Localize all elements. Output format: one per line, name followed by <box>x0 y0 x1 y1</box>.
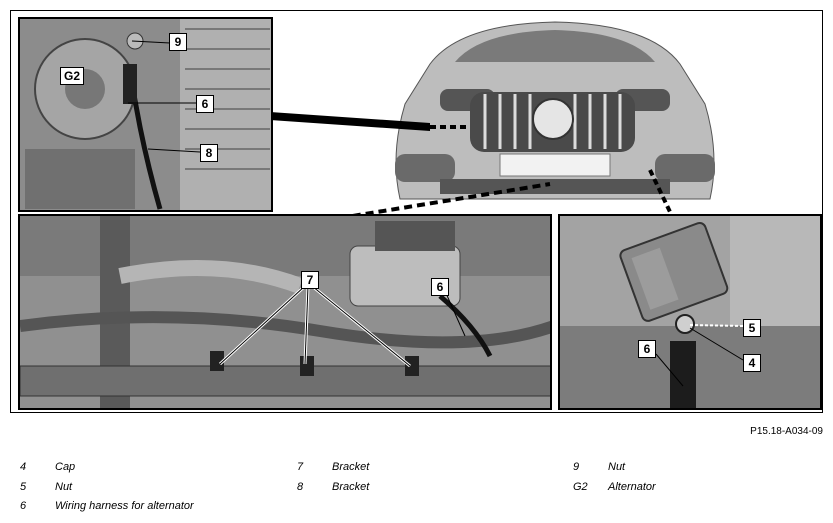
callout-7: 7 <box>301 271 319 289</box>
legend-description: Wiring harness for alternator <box>55 500 194 512</box>
legend-description: Bracket <box>332 461 370 473</box>
callout-9: 9 <box>169 33 187 51</box>
callout-g2: G2 <box>60 67 85 85</box>
callout-6: 6 <box>196 95 214 113</box>
legend-number: 8 <box>297 481 304 493</box>
alternator-detail-panel: 9 G2 6 8 <box>18 17 273 212</box>
legend-description: Nut <box>608 461 626 473</box>
legend-number: 6 <box>20 500 27 512</box>
bracket-detail-panel: 7 6 <box>18 214 552 410</box>
legend-description: Nut <box>55 481 73 493</box>
figure-id: P15.18-A034-09 <box>750 426 823 437</box>
callout-6: 6 <box>638 340 656 358</box>
legend-description: Bracket <box>332 481 370 493</box>
legend-number: 9 <box>573 461 580 473</box>
legend-number: 5 <box>20 481 27 493</box>
car-front-illustration <box>395 21 715 200</box>
callout-8: 8 <box>200 144 218 162</box>
callout-6: 6 <box>431 278 449 296</box>
leader-lines <box>270 112 674 220</box>
legend-number: 7 <box>297 461 304 473</box>
legend-number: G2 <box>573 481 588 493</box>
cap-nut-detail-panel: 5 6 4 <box>558 214 822 410</box>
legend-number: 4 <box>20 461 27 473</box>
callout-5: 5 <box>743 319 761 337</box>
legend-description: Cap <box>55 461 76 473</box>
legend-description: Alternator <box>608 481 656 493</box>
callout-4: 4 <box>743 354 761 372</box>
